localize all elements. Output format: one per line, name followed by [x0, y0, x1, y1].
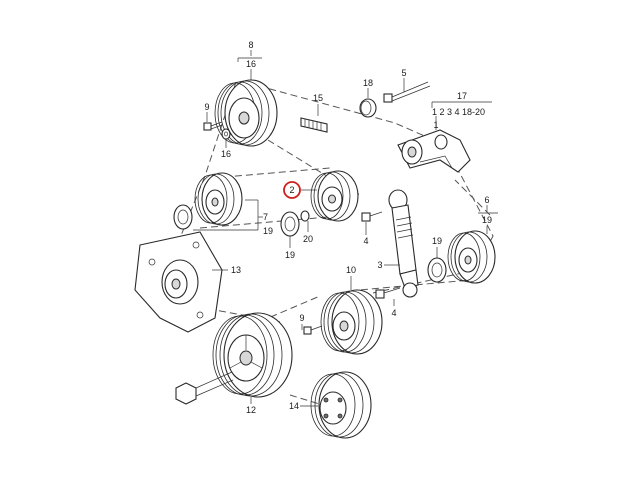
callout-labels: 8 16 9 16 15 18 5 17 1 2 3 4 18-20 1 7 1…: [204, 40, 492, 415]
tensioner-assembly-1: [397, 129, 471, 173]
bolt-5: [383, 81, 431, 103]
callout-12: 12: [246, 405, 256, 415]
pulley-8: [214, 79, 278, 147]
pulley-14: [310, 371, 372, 439]
mounting-bracket-13: [134, 231, 223, 333]
callout-19-left: 19: [263, 226, 273, 236]
callout-4-upper: 4: [363, 236, 368, 246]
callout-19-right: 19: [432, 236, 442, 246]
idler-pulley-2: [310, 170, 359, 222]
crank-pulley-12: [212, 312, 293, 398]
callout-14: 14: [289, 401, 299, 411]
idler-pulley-7: [194, 172, 243, 226]
bolt-9-upper: [203, 121, 223, 131]
callout-10: 10: [346, 265, 356, 275]
callout-4-lower: 4: [391, 308, 396, 318]
callout-2: 2: [289, 185, 294, 195]
callout-9-upper: 9: [204, 102, 209, 112]
bolt-4-upper: [361, 211, 383, 222]
pulley-10: [320, 289, 383, 355]
crank-bolt: [175, 371, 234, 405]
callout-13: 13: [231, 265, 241, 275]
cover-19-middle: [280, 211, 300, 237]
callout-5: 5: [401, 68, 406, 78]
callout-1: 1: [433, 120, 438, 130]
cap-18: [359, 98, 377, 118]
callout-15: 15: [313, 93, 323, 103]
leader-lines: [193, 50, 498, 407]
cover-19-left: [173, 204, 193, 230]
callout-16-lower: 16: [221, 149, 231, 159]
callout-6: 6: [484, 195, 489, 205]
callout-7: 7: [263, 212, 268, 222]
bolt-4-lower: [375, 287, 401, 299]
callout-20: 20: [303, 234, 313, 244]
bolt-9-lower: [303, 325, 323, 335]
highlight-ring-part-2: [283, 181, 301, 199]
damper-strut-3: [388, 189, 419, 298]
idler-pulley-6: [447, 230, 496, 284]
callout-8: 8: [248, 40, 253, 50]
cover-19-right: [427, 257, 447, 283]
callout-17: 17: [457, 91, 467, 101]
callout-18: 18: [363, 78, 373, 88]
callout-19-right-top: 19: [482, 215, 492, 225]
callout-19-middle: 19: [285, 250, 295, 260]
belt-sample-15: [300, 117, 328, 133]
bolt-9-middle: [300, 210, 310, 222]
callout-9-lower: 9: [299, 313, 304, 323]
callout-16-top: 16: [246, 59, 256, 69]
callout-3: 3: [377, 260, 382, 270]
callout-17-subparts: 1 2 3 4 18-20: [432, 107, 485, 117]
washer-16: [221, 128, 231, 140]
